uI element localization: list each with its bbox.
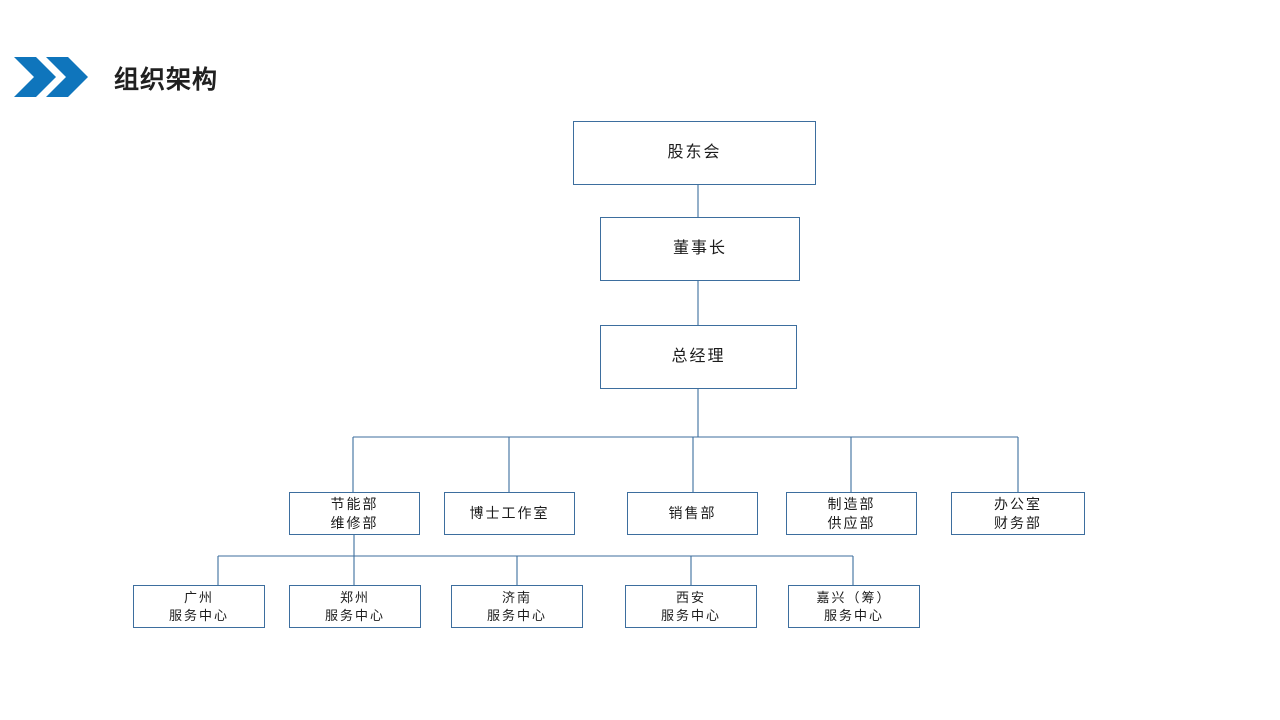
org-node-label-secondary: 服务中心: [168, 607, 229, 623]
org-node-d3[interactable]: 销售部: [627, 492, 758, 535]
page-title: 组织架构: [114, 66, 219, 94]
org-node-label-secondary: 维修部: [330, 514, 379, 531]
org-node-label-primary: 节能部: [330, 495, 379, 512]
org-node-label-primary: 郑州: [339, 589, 370, 605]
org-node-n3[interactable]: 总经理: [600, 325, 797, 389]
org-node-label-primary: 嘉兴（筹）: [816, 589, 892, 605]
org-node-d4[interactable]: 制造部供应部: [786, 492, 917, 535]
org-node-c2[interactable]: 郑州服务中心: [289, 585, 421, 628]
org-node-label-secondary: 服务中心: [324, 607, 385, 623]
org-node-d2[interactable]: 博士工作室: [444, 492, 575, 535]
org-node-label-primary: 济南: [501, 589, 532, 605]
org-node-label-secondary: 供应部: [827, 514, 876, 531]
org-node-label-secondary: 财务部: [994, 514, 1042, 531]
org-node-label-primary: 董事长: [672, 240, 727, 257]
org-node-label-primary: 广州: [183, 589, 214, 605]
org-node-c1[interactable]: 广州服务中心: [133, 585, 265, 628]
org-node-label-secondary: 服务中心: [486, 607, 547, 623]
org-node-label-primary: 博士工作室: [469, 505, 550, 521]
org-node-label-primary: 总经理: [671, 348, 726, 365]
org-node-label-primary: 销售部: [668, 505, 717, 521]
slide-header: 组织架构: [0, 0, 1280, 115]
org-node-label-primary: 西安: [675, 589, 706, 605]
org-node-c4[interactable]: 西安服务中心: [625, 585, 757, 628]
org-node-label-secondary: 服务中心: [660, 607, 721, 623]
org-node-label-primary: 股东会: [667, 144, 722, 161]
org-node-n2[interactable]: 董事长: [600, 217, 800, 281]
org-node-c5[interactable]: 嘉兴（筹） 服务中心: [788, 585, 920, 628]
org-node-label-primary: 办公室: [994, 495, 1042, 512]
double-chevron-right-icon: [14, 57, 88, 97]
org-node-n1[interactable]: 股东会: [573, 121, 816, 185]
org-node-label-secondary: 服务中心: [823, 607, 884, 623]
org-node-c3[interactable]: 济南服务中心: [451, 585, 583, 628]
org-node-label-primary: 制造部: [827, 495, 876, 512]
org-node-d1[interactable]: 节能部维修部: [289, 492, 420, 535]
org-node-d5[interactable]: 办公室财务部: [951, 492, 1085, 535]
